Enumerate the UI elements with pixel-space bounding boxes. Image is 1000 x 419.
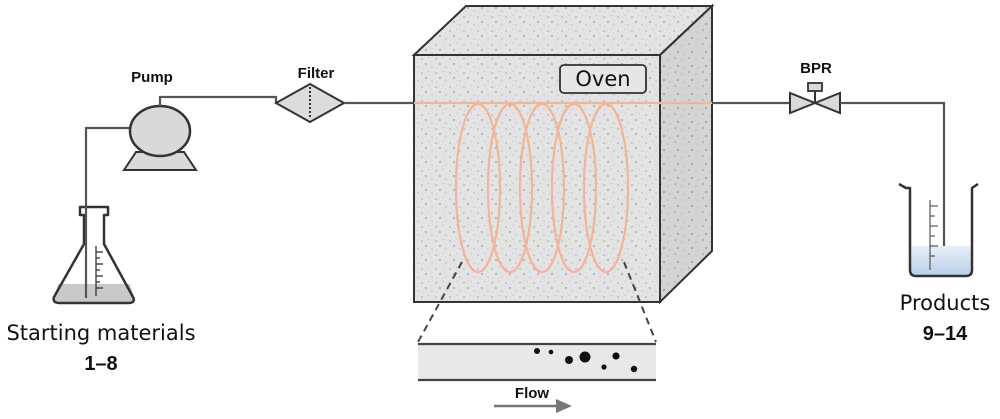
inlet-tubing [84,126,134,298]
pump-label: Pump [131,69,173,86]
oven-box [411,3,715,305]
starting-materials-numbers: 1–8 [84,353,117,375]
outlet-tubing [840,101,946,262]
products-numbers: 9–14 [923,323,968,345]
tube-cross-section [418,342,656,382]
oven-label: Oven [575,67,630,91]
pump-icon [122,104,198,171]
bpr-label: BPR [800,60,832,77]
flow-arrow-icon [494,399,572,413]
starting-materials-label: Starting materials [6,321,195,345]
zoom-indicator-lines [417,261,657,343]
reactor-coil [414,101,712,274]
erlenmeyer-flask-icon [52,205,136,305]
bpr-valve-icon [789,82,841,115]
filter-label: Filter [298,65,335,82]
beaker-icon [898,182,979,278]
flow-label: Flow [515,385,549,402]
pump-filter-tubing [158,95,278,106]
particles [534,348,638,373]
filter-icon [273,82,347,124]
oven-label-box [559,64,647,94]
products-label: Products [900,291,991,315]
